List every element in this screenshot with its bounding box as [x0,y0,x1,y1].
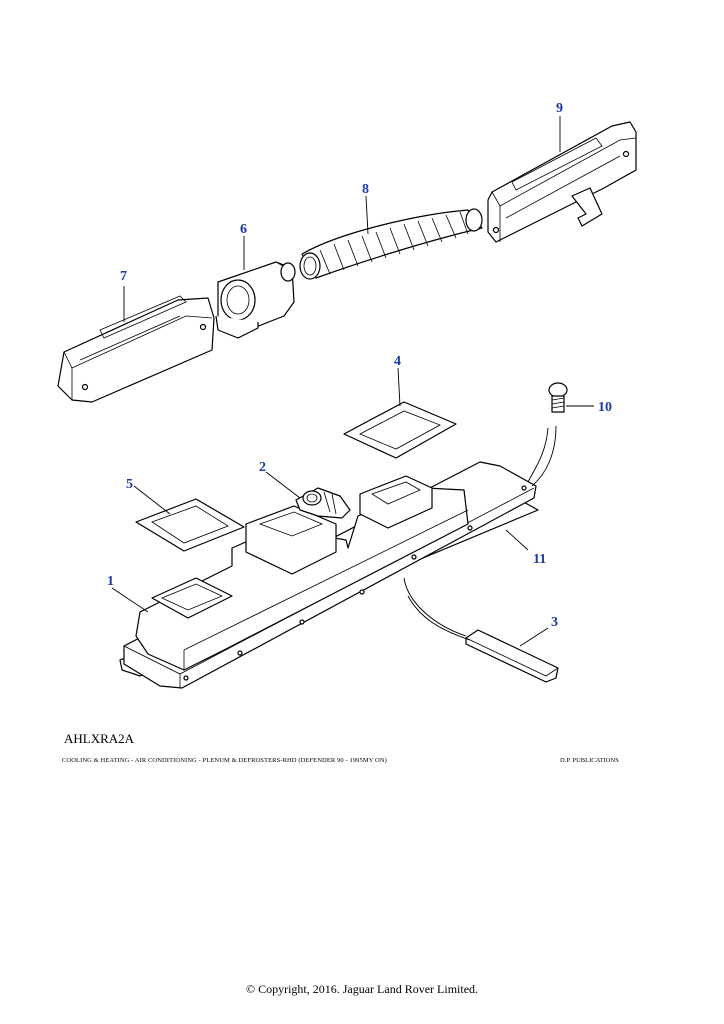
copyright-notice: © Copyright, 2016. Jaguar Land Rover Lim… [245,982,479,996]
callout-10: 10 [598,400,612,415]
part-5-gasket [135,498,245,552]
part-7-left-defroster-duct [57,295,215,403]
callout-7: 7 [120,269,127,284]
exploded-parts-diagram: 1 2 3 4 5 6 7 8 9 10 11 [57,101,637,689]
callout-11: 11 [533,552,546,567]
part-4-gasket [343,401,457,459]
callout-6: 6 [240,222,247,237]
callout-9: 9 [556,101,563,116]
callout-5: 5 [126,477,133,492]
callout-2: 2 [259,460,266,475]
part-1-plenum-housing [123,461,537,689]
callouts: 1 2 3 4 5 6 7 8 9 10 11 [107,101,612,630]
callout-3: 3 [551,615,558,630]
part-2-spigot [295,487,351,519]
part-8-flexible-hose [299,208,483,280]
diagram-caption: COOLING & HEATING - AIR CONDITIONING - P… [62,757,387,764]
diagram-reference-code: AHLXRA2A [64,731,135,746]
callout-1: 1 [107,574,114,589]
part-10-screw [548,382,568,413]
part-9-right-defroster-duct [487,121,637,243]
callout-4: 4 [394,354,401,369]
part-3-foam-strip [465,629,559,683]
publisher-label: D.P. PUBLICATIONS [560,757,619,764]
leader-lines [111,116,594,647]
part-6-elbow-connector [215,261,296,339]
callout-8: 8 [362,182,369,197]
